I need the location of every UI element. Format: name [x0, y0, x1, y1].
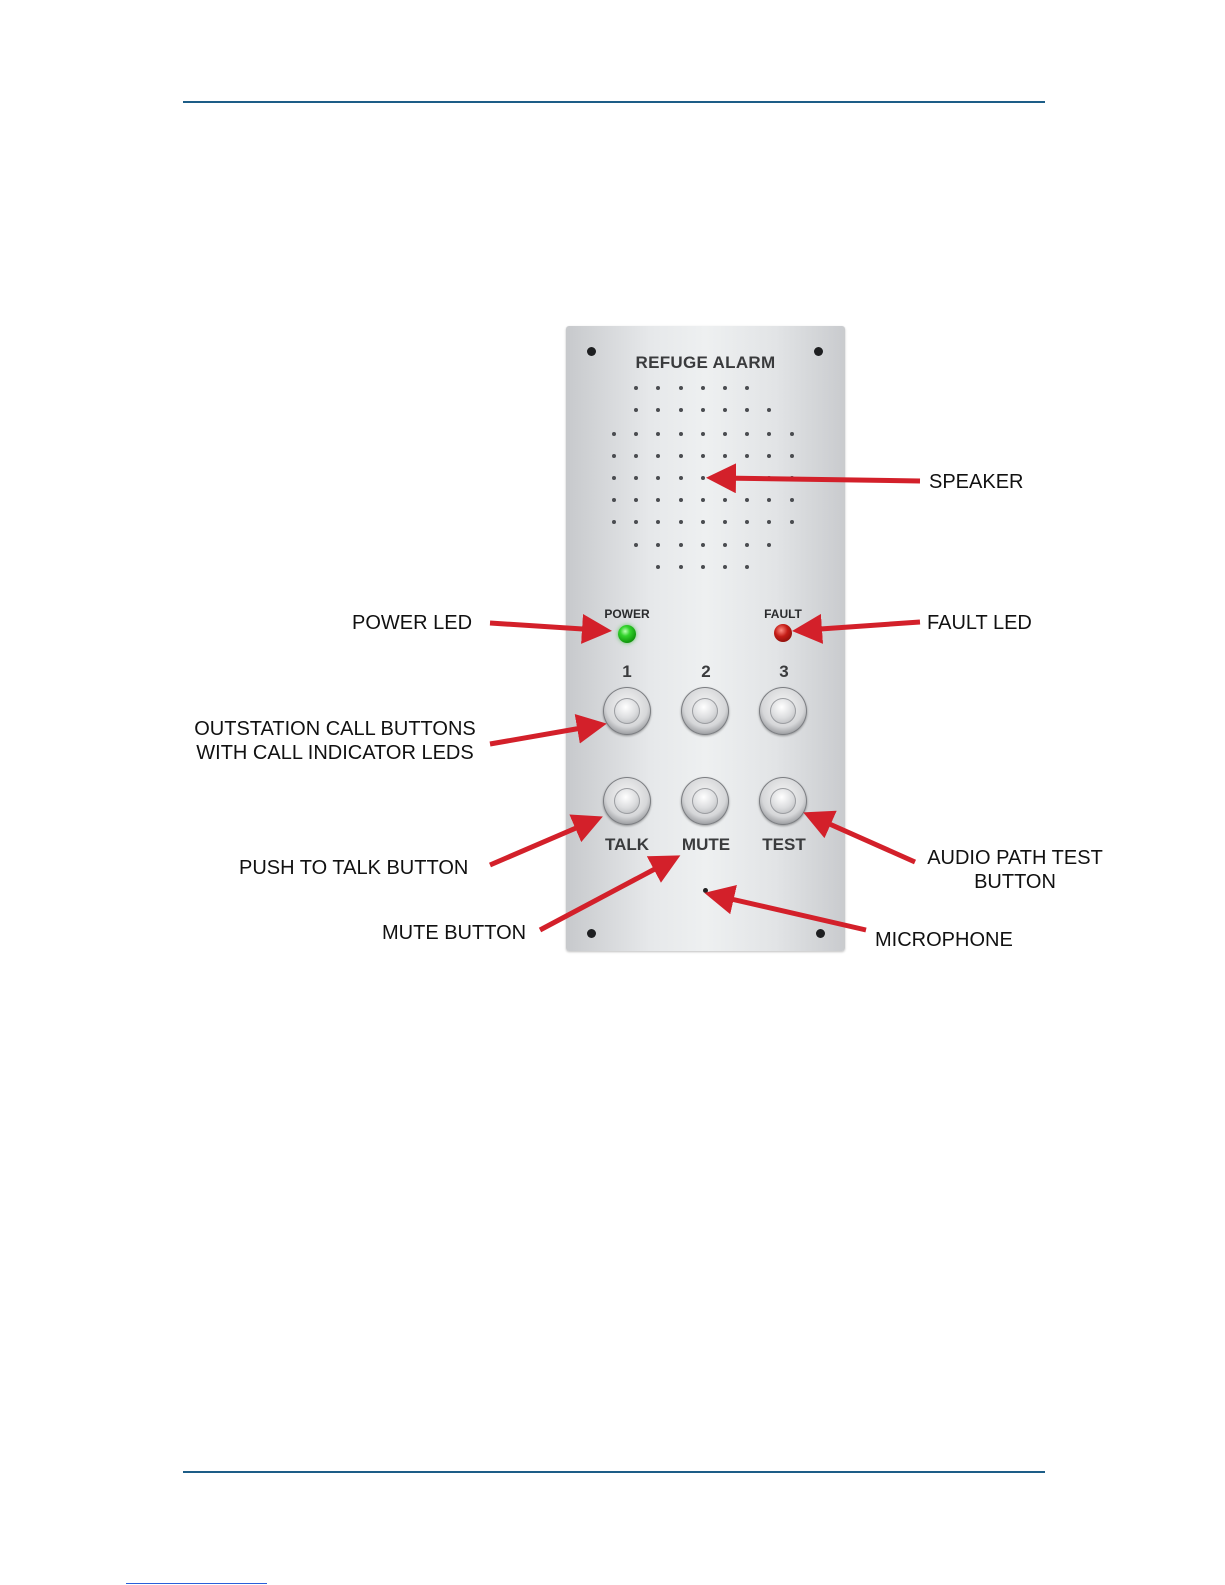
test-arrow — [816, 818, 915, 862]
push-to-talk-callout: PUSH TO TALK BUTTON — [239, 856, 468, 880]
power-led-arrow — [490, 623, 598, 630]
speaker-callout: SPEAKER — [929, 470, 1023, 494]
mute-arrow — [540, 862, 668, 930]
microphone-callout: MICROPHONE — [875, 928, 1013, 952]
fault-led-callout: FAULT LED — [927, 611, 1032, 635]
talk-arrow — [490, 822, 590, 865]
audio-test-callout: AUDIO PATH TEST BUTTON — [915, 846, 1115, 894]
power-led-callout: POWER LED — [352, 611, 472, 635]
outstation-arrow — [490, 726, 593, 744]
outstation-callout-line2: WITH CALL INDICATOR LEDS — [180, 741, 490, 765]
mute-button-callout: MUTE BUTTON — [382, 921, 526, 945]
speaker-arrow — [720, 478, 920, 481]
audio-test-callout-line1: AUDIO PATH TEST — [915, 846, 1115, 870]
audio-test-callout-line2: BUTTON — [915, 870, 1115, 894]
microphone-arrow — [718, 896, 866, 930]
fault-led-arrow — [806, 622, 920, 630]
outstation-callout-line1: OUTSTATION CALL BUTTONS — [180, 717, 490, 741]
outstation-callout: OUTSTATION CALL BUTTONS WITH CALL INDICA… — [180, 717, 490, 765]
